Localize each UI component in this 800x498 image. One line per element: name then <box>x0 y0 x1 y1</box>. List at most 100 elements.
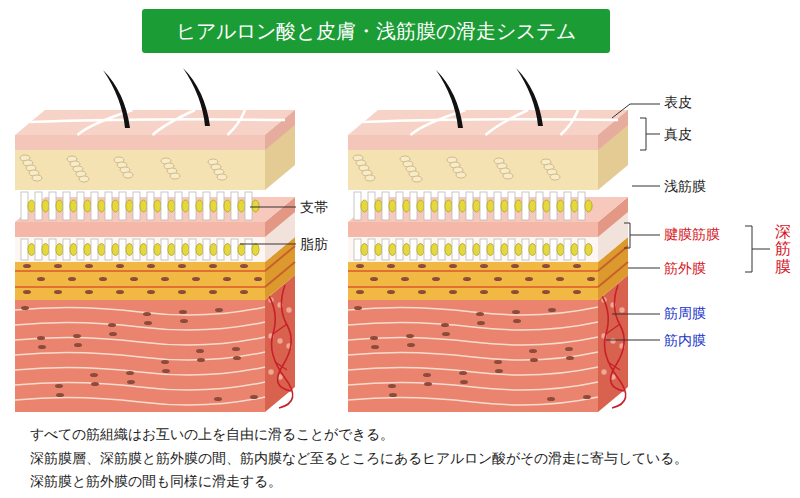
leader-line <box>745 226 770 272</box>
muscle-nucleus <box>477 321 485 325</box>
fat-lobule <box>389 244 396 256</box>
deep-fascia-front <box>15 262 265 300</box>
retinaculum-band <box>203 192 210 220</box>
retinaculum-band <box>480 239 487 260</box>
fascia-nucleus <box>68 277 76 281</box>
muscle-nucleus <box>179 310 187 314</box>
muscle-front <box>15 300 265 412</box>
muscle-fiber-end <box>619 307 625 313</box>
dermis-cell <box>217 174 227 180</box>
fascia-nucleus <box>223 277 231 281</box>
part-label: 筋周膜 <box>664 305 706 322</box>
skin-crease <box>30 119 285 122</box>
muscle-nucleus <box>126 371 134 375</box>
retinaculum-band <box>466 239 473 260</box>
muscle-fiber-line <box>15 337 265 345</box>
muscle-nucleus <box>90 373 98 377</box>
fat-lobule <box>168 200 175 212</box>
fat-lobule <box>585 200 592 212</box>
leader-line <box>640 118 660 150</box>
fascia-nucleus <box>147 290 155 294</box>
leader-line <box>612 104 660 118</box>
fat-lobule <box>252 200 259 212</box>
fat-lobule <box>154 200 161 212</box>
muscle-fiber-line <box>348 382 598 390</box>
fat-lobule <box>42 244 49 256</box>
fat-lobule <box>515 200 522 212</box>
fat-lobule <box>403 200 410 212</box>
fat-lobule <box>112 200 119 212</box>
fascia-nucleus <box>356 290 364 294</box>
fascia-stripe <box>265 262 295 287</box>
fascia-nucleus <box>480 264 488 268</box>
muscle-fiber-end <box>268 369 274 375</box>
fat-lobule <box>529 200 536 212</box>
retinaculum-band <box>63 192 70 220</box>
retinaculum-band <box>105 239 112 260</box>
fascia-nucleus <box>85 290 93 294</box>
muscle-nucleus <box>215 308 223 312</box>
muscle-nucleus <box>529 349 537 353</box>
muscle-nucleus <box>143 312 151 316</box>
retinaculum-band <box>49 239 56 260</box>
retinaculum-band <box>452 192 459 220</box>
fat-lobule <box>417 244 424 256</box>
retinaculum-band <box>245 239 252 260</box>
fat-lobule <box>224 200 231 212</box>
fat-lobule <box>445 200 452 212</box>
part-label: 支帯 <box>300 199 328 216</box>
fascia-nucleus <box>494 277 502 281</box>
leader-line <box>628 268 660 269</box>
fat-lobule <box>459 200 466 212</box>
retinaculum-band <box>77 239 84 260</box>
fascia-nucleus <box>387 290 395 294</box>
retinaculum-band <box>217 192 224 220</box>
fat-lobule <box>501 200 508 212</box>
retinaculum-band <box>175 239 182 260</box>
muscle-fiber-line <box>15 397 265 405</box>
fascia-nucleus <box>449 264 457 268</box>
fat-lobule <box>196 200 203 212</box>
fat-lobule <box>252 244 259 256</box>
fascia-nucleus <box>356 264 364 268</box>
fat-lobule <box>196 244 203 256</box>
skin-top <box>348 110 628 135</box>
fascia-nucleus <box>178 264 186 268</box>
fat-lobule <box>431 200 438 212</box>
skin-crease <box>486 110 529 135</box>
fat-lobule <box>361 200 368 212</box>
fat-lobule <box>487 200 494 212</box>
fascia-stripe <box>348 270 598 272</box>
retinaculum-band <box>452 239 459 260</box>
fat-lobule <box>501 244 508 256</box>
leader-line <box>606 340 660 341</box>
fat-lobule <box>375 200 382 212</box>
part-label: 真皮 <box>664 126 692 143</box>
muscle-nucleus <box>37 336 45 340</box>
fat-lobule <box>529 244 536 256</box>
retinaculum-band <box>396 239 403 260</box>
fascia-nucleus <box>23 264 31 268</box>
retinaculum-band <box>189 239 196 260</box>
muscle-nucleus <box>495 369 503 373</box>
muscle-fiber-line <box>348 337 598 345</box>
retinaculum-front <box>348 237 598 262</box>
blood-vessel <box>611 285 625 391</box>
leader-line <box>624 223 660 248</box>
retinaculum-band <box>410 239 417 260</box>
part-label: 浅筋膜 <box>664 178 706 195</box>
fascia-nucleus <box>432 277 440 281</box>
epidermis-side <box>598 110 628 150</box>
retinaculum-band <box>494 192 501 220</box>
dermis-cell <box>170 173 180 179</box>
blood-vessel <box>273 324 287 370</box>
fascia-nucleus <box>192 277 200 281</box>
muscle-front <box>348 300 598 412</box>
dermis-cell <box>79 176 89 182</box>
fat-lobule <box>459 244 466 256</box>
retinaculum-band <box>536 192 543 220</box>
leader-line <box>632 186 660 187</box>
epidermis-front <box>15 135 265 150</box>
retinaculum-band <box>147 192 154 220</box>
fascia-nucleus <box>542 264 550 268</box>
